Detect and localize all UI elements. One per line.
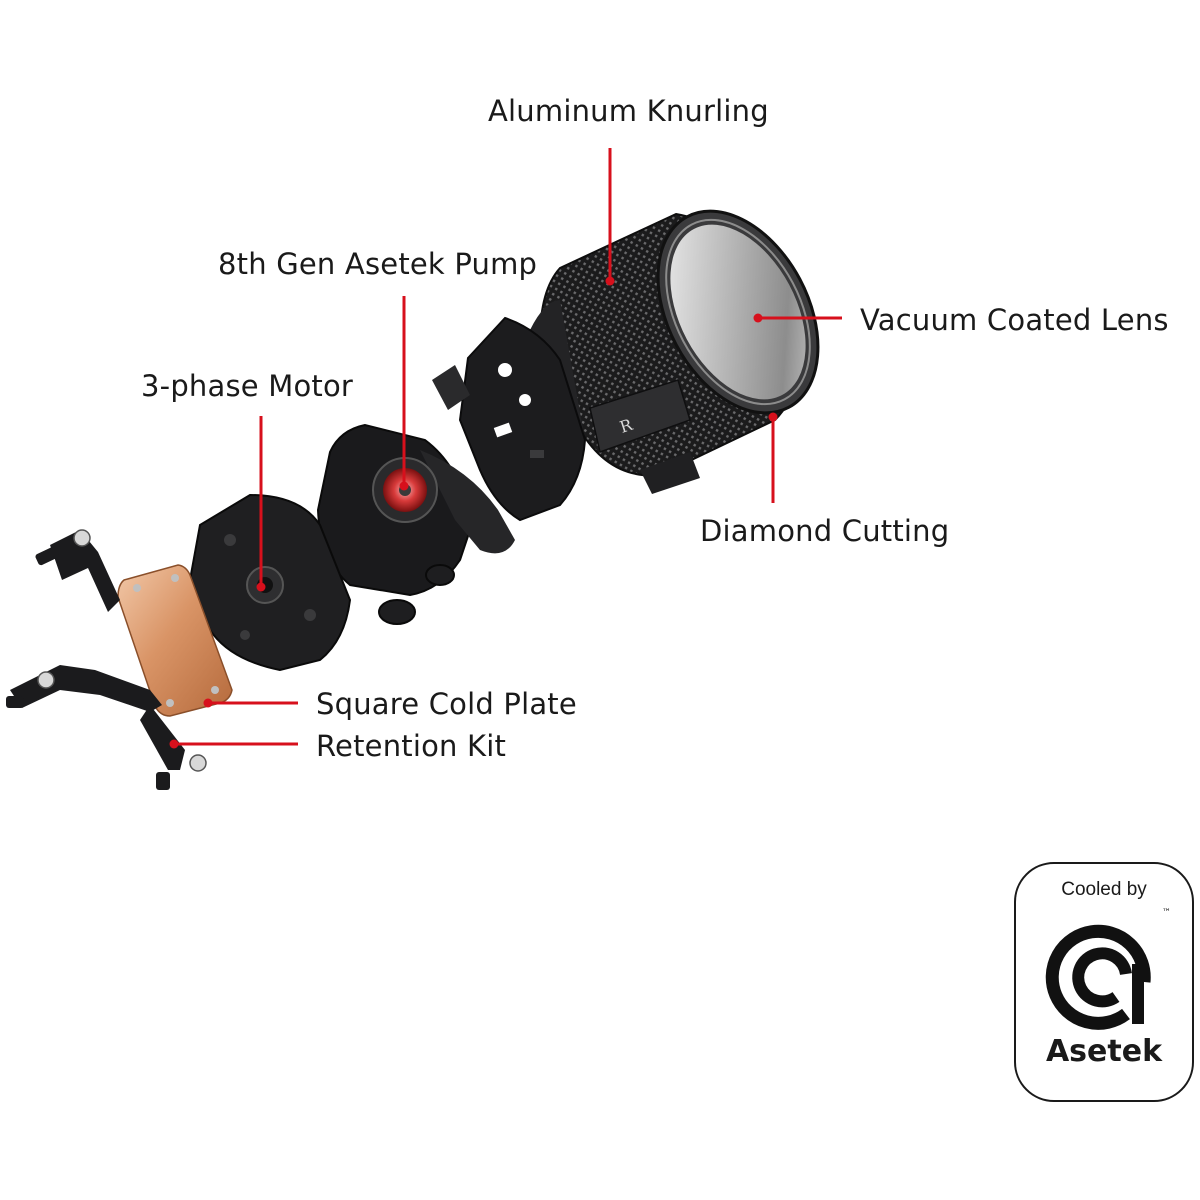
pump-cap: R <box>530 209 820 494</box>
asetek-a-logo-icon <box>1045 924 1151 1030</box>
badge-brand-text: Asetek <box>1045 1034 1163 1069</box>
callout-lines <box>176 148 842 746</box>
callout-aluminum-knurling: Aluminum Knurling <box>488 94 769 128</box>
callout-cold-plate: Square Cold Plate <box>316 687 577 721</box>
retention-kit <box>6 529 207 790</box>
callout-pump: 8th Gen Asetek Pump <box>218 247 538 281</box>
callout-motor: 3-phase Motor <box>141 369 354 403</box>
callout-diamond-cutting: Diamond Cutting <box>700 514 950 548</box>
mounting-frame <box>432 316 587 522</box>
callout-lens: Vacuum Coated Lens <box>860 303 1169 337</box>
callout-retention-kit: Retention Kit <box>316 729 507 763</box>
badge-top-text: Cooled by <box>1061 879 1147 900</box>
callout-dots <box>169 276 778 749</box>
cooled-by-asetek-badge: Cooled by ™ Asetek <box>1014 862 1194 1102</box>
pump-housing <box>316 423 515 625</box>
trademark-symbol: ™ <box>1162 908 1171 918</box>
